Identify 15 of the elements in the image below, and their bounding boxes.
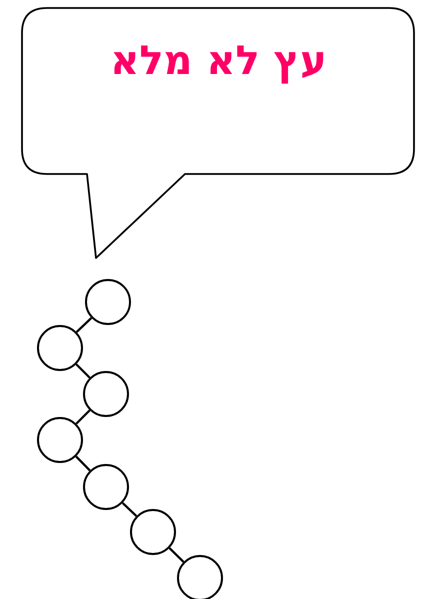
tree-node-circle — [85, 279, 131, 325]
bubble-title: עץ לא מלא — [109, 37, 328, 85]
tree-edge — [75, 409, 91, 425]
tree-edge — [122, 502, 138, 517]
tree-edge — [168, 547, 184, 563]
tree-edge — [76, 317, 92, 333]
tree-edge — [75, 456, 91, 472]
tree-node-circle — [37, 325, 83, 371]
tree-node-circle — [177, 555, 223, 599]
tree-node-circle — [83, 371, 129, 417]
tree-node-circle — [83, 464, 129, 510]
speech-bubble — [21, 7, 416, 260]
tree-node-circle — [130, 509, 176, 555]
tree-node-circle — [37, 417, 83, 463]
tree-edge — [75, 363, 91, 379]
